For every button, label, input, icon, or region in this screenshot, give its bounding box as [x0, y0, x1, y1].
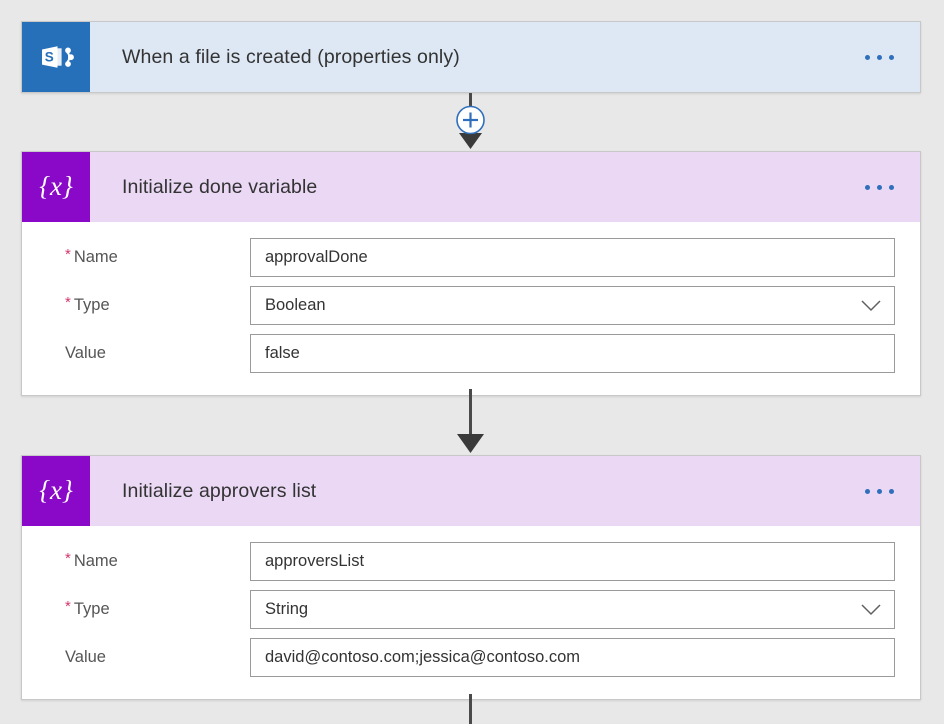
more-dot — [877, 488, 882, 494]
field-label-value: Value — [46, 648, 250, 667]
node-title: When a file is created (properties only) — [122, 45, 460, 68]
label-text: Type — [73, 600, 110, 618]
form-row-type: * Type Boolean — [46, 286, 896, 325]
form-row-value: Value false — [46, 334, 896, 373]
name-input-value: approvalDone — [265, 248, 368, 266]
node-more-menu-button[interactable] — [855, 456, 920, 526]
value-input-value: david@contoso.com;jessica@contoso.com — [265, 648, 581, 666]
node-header[interactable]: {x} Initialize approvers list — [22, 456, 920, 526]
type-select[interactable]: Boolean — [250, 286, 895, 325]
field-label-name: * Name — [46, 550, 250, 571]
required-marker: * — [65, 550, 71, 567]
connector-with-add-button — [0, 93, 944, 151]
node-form: * Name approvalDone * Type Boolean — [22, 222, 920, 395]
type-select[interactable]: String — [250, 590, 895, 629]
node-header[interactable]: {x} Initialize done variable — [22, 152, 920, 222]
label-text: Name — [73, 248, 118, 266]
label-text: Value — [65, 344, 106, 362]
flow-node-trigger[interactable]: S When a file is created (properties onl… — [21, 21, 921, 93]
type-select-value: String — [265, 600, 309, 618]
variable-icon: {x} — [22, 456, 90, 526]
required-marker: * — [65, 294, 71, 311]
value-input[interactable]: david@contoso.com;jessica@contoso.com — [250, 638, 895, 677]
sharepoint-icon: S — [22, 22, 90, 92]
field-label-name: * Name — [46, 246, 250, 267]
name-input-value: approversList — [265, 552, 365, 570]
svg-text:{x}: {x} — [39, 475, 73, 505]
label-text: Value — [65, 648, 106, 666]
form-row-type: * Type String — [46, 590, 896, 629]
required-marker: * — [65, 598, 71, 615]
svg-text:{x}: {x} — [39, 171, 73, 201]
name-input[interactable]: approversList — [250, 542, 895, 581]
variable-icon: {x} — [22, 152, 90, 222]
node-header[interactable]: S When a file is created (properties onl… — [22, 22, 920, 92]
node-more-menu-button[interactable] — [855, 152, 920, 222]
more-dot — [889, 488, 894, 494]
node-title: Initialize approvers list — [122, 479, 317, 502]
more-dot — [865, 488, 870, 494]
form-row-value: Value david@contoso.com;jessica@contoso.… — [46, 638, 896, 677]
label-text: Type — [73, 296, 110, 314]
value-input-value: false — [265, 344, 300, 362]
node-title: Initialize done variable — [122, 175, 318, 198]
more-dot — [877, 184, 882, 190]
svg-text:S: S — [45, 49, 54, 64]
form-row-name: * Name approvalDone — [46, 238, 896, 277]
type-select-value: Boolean — [265, 296, 326, 314]
more-dot — [889, 184, 894, 190]
more-dot — [865, 184, 870, 190]
chevron-down-icon — [848, 299, 894, 312]
more-dot — [877, 54, 882, 60]
name-input[interactable]: approvalDone — [250, 238, 895, 277]
label-text: Name — [73, 552, 118, 570]
field-label-type: * Type — [46, 598, 250, 619]
node-form: * Name approversList * Type String — [22, 526, 920, 699]
required-marker: * — [65, 246, 71, 263]
connector-arrow — [0, 389, 944, 457]
node-more-menu-button[interactable] — [855, 22, 920, 92]
value-input[interactable]: false — [250, 334, 895, 373]
form-row-name: * Name approversList — [46, 542, 896, 581]
flow-node-initialize-done-variable[interactable]: {x} Initialize done variable * Name appr… — [21, 151, 921, 396]
flow-node-initialize-approvers-list[interactable]: {x} Initialize approvers list * Name app… — [21, 455, 921, 700]
more-dot — [889, 54, 894, 60]
field-label-value: Value — [46, 344, 250, 363]
chevron-down-icon — [848, 603, 894, 616]
more-dot — [865, 54, 870, 60]
add-step-button — [456, 105, 485, 135]
field-label-type: * Type — [46, 294, 250, 315]
